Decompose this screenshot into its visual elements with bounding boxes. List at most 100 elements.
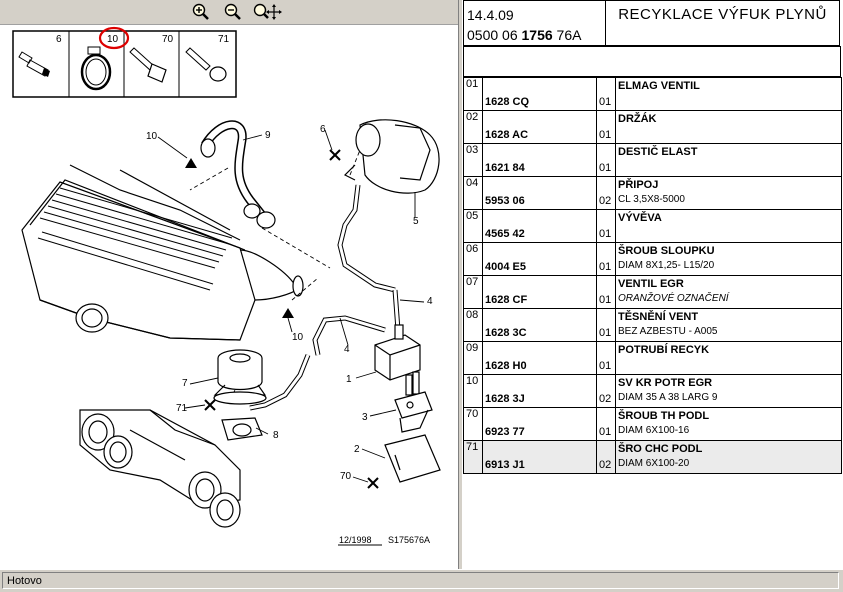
header-code: 0500 06 1756 76A	[467, 27, 582, 43]
part-ref: 08	[463, 308, 483, 342]
thumb-item-70[interactable]: 70	[129, 34, 174, 83]
part-number-cell: 1628 AC	[482, 110, 597, 144]
thumb-item-10[interactable]: 10	[80, 26, 130, 91]
part-ref: 01	[463, 77, 483, 111]
part-desc: DESTIČ ELAST	[615, 143, 842, 177]
diagram-drawing	[21, 119, 441, 528]
part-ref: 03	[463, 143, 483, 177]
part-number: 4004 E5	[485, 261, 526, 273]
part-number: 1628 CQ	[485, 96, 530, 108]
part-number-cell: 6923 77	[482, 407, 597, 441]
part-qty-cell: 01	[596, 341, 616, 375]
part-qty-cell: 01	[596, 77, 616, 111]
diagram-toolbar	[0, 0, 458, 25]
part-detail: DIAM 6X100-20	[618, 458, 690, 469]
highlight-circle	[98, 26, 130, 50]
part-name: VENTIL EGR	[618, 278, 684, 290]
part-desc: SV KR POTR EGR DIAM 35 A 38 LARG 9	[615, 374, 842, 408]
zoom-pan-icon	[253, 3, 282, 20]
callout-labels: 10 9 6 5 4 4 10 1 7 71 3 8 2 70	[146, 124, 433, 482]
part-ref: 70	[463, 407, 483, 441]
parts-header: 14.4.09 0500 06 1756 76A RECYKLACE VÝFUK…	[463, 0, 840, 46]
part-number-cell: 1628 CF	[482, 275, 597, 309]
thumb-label: 70	[162, 34, 174, 45]
part-number-cell: 4004 E5	[482, 242, 597, 276]
part-number-cell: 1628 3C	[482, 308, 597, 342]
part-ref: 04	[463, 176, 483, 210]
thumb-item-6[interactable]: 6	[18, 34, 62, 77]
thumb-item-71[interactable]: 71	[185, 34, 230, 82]
part-qty: 01	[599, 96, 612, 108]
part-desc: ELMAG VENTIL	[615, 77, 842, 111]
part-name: ELMAG VENTIL	[618, 80, 700, 92]
zoom-out-icon	[224, 3, 241, 20]
part-detail: DIAM 6X100-16	[618, 425, 690, 436]
fastener-markers	[185, 149, 379, 489]
part-qty: 01	[599, 426, 612, 438]
part-number: 6913 J1	[485, 459, 525, 471]
header-spacer-row	[463, 46, 841, 77]
status-text: Hotovo	[2, 572, 839, 589]
part-qty-cell: 01	[596, 209, 616, 243]
part-qty: 02	[599, 195, 612, 207]
zoom-pan-button[interactable]	[252, 2, 282, 22]
part-detail: ORANŽOVÉ OZNAČENÍ	[618, 293, 729, 304]
diagram-date: 12/1998	[339, 535, 372, 545]
part-name: SV KR POTR EGR	[618, 377, 713, 389]
zoom-out-button[interactable]	[223, 2, 243, 22]
part-desc: ŠRO CHC PODL DIAM 6X100-20	[615, 440, 842, 474]
zoom-in-button[interactable]	[191, 2, 211, 22]
part-name: ŠRO CHC PODL	[618, 443, 703, 455]
part-number: 6923 77	[485, 426, 525, 438]
part-name: DRŽÁK	[618, 113, 657, 125]
part-number-cell: 1628 CQ	[482, 77, 597, 111]
thumb-label: 71	[218, 34, 230, 45]
part-name: ŠROUB SLOUPKU	[618, 245, 715, 257]
thumb-label: 6	[56, 34, 62, 45]
parts-list-panel: 14.4.09 0500 06 1756 76A RECYKLACE VÝFUK…	[463, 0, 843, 569]
part-qty: 02	[599, 393, 612, 405]
part-qty: 01	[599, 228, 612, 240]
part-number: 1628 CF	[485, 294, 528, 306]
pane-splitter[interactable]	[458, 0, 463, 569]
part-qty: 01	[599, 129, 612, 141]
part-name: VÝVĚVA	[618, 212, 662, 224]
part-detail: DIAM 35 A 38 LARG 9	[618, 392, 718, 403]
callout: 10	[146, 131, 158, 142]
callout: 8	[273, 430, 279, 441]
part-number: 1628 3C	[485, 327, 527, 339]
header-meta: 14.4.09 0500 06 1756 76A	[463, 0, 606, 46]
part-name: PŘIPOJ	[618, 179, 659, 191]
status-bar: Hotovo	[0, 569, 843, 592]
part-qty-cell: 01	[596, 242, 616, 276]
callout: 4	[344, 344, 350, 355]
part-number-cell: 1621 84	[482, 143, 597, 177]
callout: 70	[340, 471, 352, 482]
part-number: 1628 H0	[485, 360, 527, 372]
part-name: TĚSNĚNÍ VENT	[618, 311, 699, 323]
exploded-parts-diagram[interactable]: 6 10 70 71	[0, 25, 458, 569]
part-ref: 07	[463, 275, 483, 309]
part-ref: 06	[463, 242, 483, 276]
thumb-label: 10	[107, 34, 119, 45]
callout: 10	[292, 332, 304, 343]
callout: 4	[427, 296, 433, 307]
diagram-code: S175676A	[388, 535, 430, 545]
part-number: 1621 84	[485, 162, 525, 174]
part-ref: 10	[463, 374, 483, 408]
part-qty-cell: 01	[596, 275, 616, 309]
